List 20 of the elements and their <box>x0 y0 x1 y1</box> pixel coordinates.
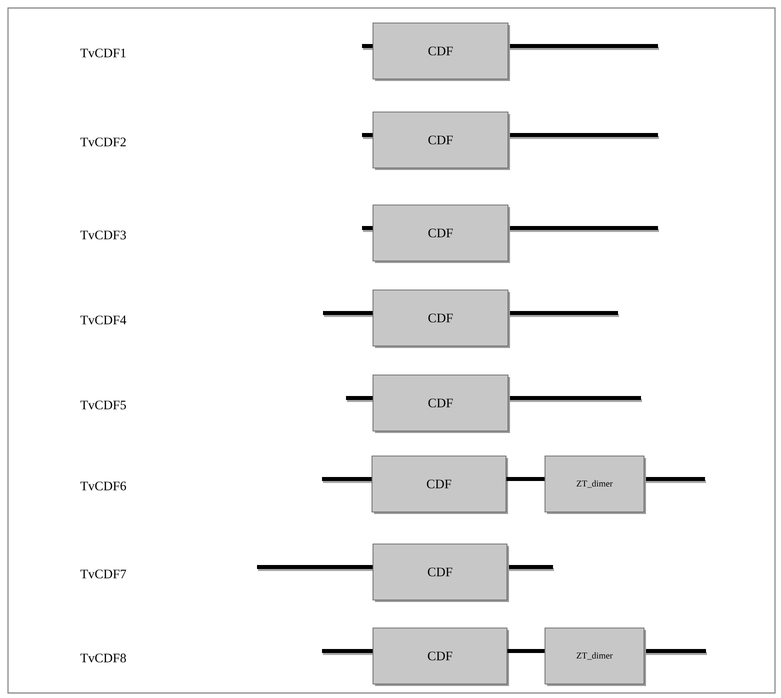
domain-box: CDF <box>372 204 510 263</box>
domain-box: CDF <box>372 290 510 348</box>
protein-name: TvCDF7 <box>80 570 126 578</box>
backbone-line <box>506 477 545 481</box>
domain-box: CDF <box>372 628 509 686</box>
protein-name: TvCDF1 <box>80 48 126 58</box>
protein-name: TvCDF5 <box>80 400 126 410</box>
domain-box: ZT_dimer <box>544 456 646 514</box>
domain-box: CDF <box>372 374 510 433</box>
domain-box: CDF <box>372 456 508 514</box>
protein-name: TvCDF4 <box>80 316 126 324</box>
protein-name: TvCDF3 <box>80 230 126 240</box>
protein-name: TvCDF8 <box>80 654 126 662</box>
protein-name: TvCDF6 <box>80 482 126 490</box>
domain-box: CDF <box>372 22 510 81</box>
backbone-line <box>507 649 545 653</box>
domain-box: CDF <box>372 112 510 170</box>
protein-name: TvCDF2 <box>80 138 126 146</box>
domain-box: ZT_dimer <box>544 628 646 686</box>
domain-box: CDF <box>372 544 509 602</box>
